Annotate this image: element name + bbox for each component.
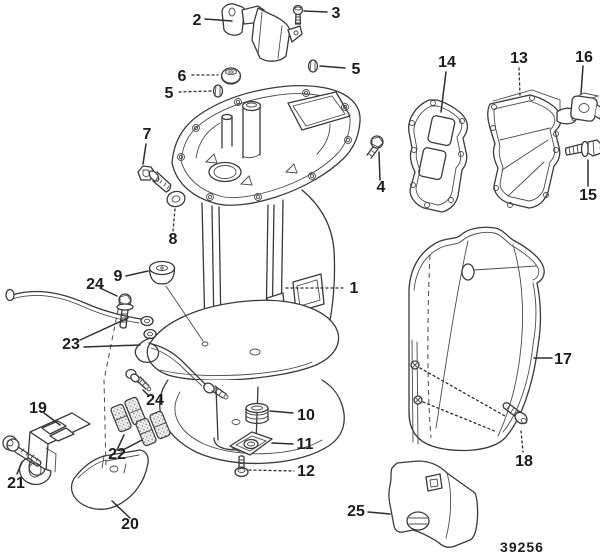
part-5-clip-left xyxy=(212,84,224,98)
callout-23-label: 23 xyxy=(62,336,80,353)
part-13-exhaust-adapter xyxy=(487,89,579,209)
callout-16-label: 16 xyxy=(575,49,593,66)
drawing-number: 39256 xyxy=(500,539,544,555)
part-20-guard-plate xyxy=(70,449,149,510)
part-24-bolt-lower xyxy=(125,368,152,392)
callout-21-label: 21 xyxy=(7,475,25,492)
part-22-rubber-mounts xyxy=(110,396,171,447)
callout-24a-label: 24 xyxy=(86,276,104,293)
callout-10-label: 10 xyxy=(297,407,315,424)
part-3-screw xyxy=(292,4,304,25)
callout-13-label: 13 xyxy=(510,50,528,67)
callout-22-label: 22 xyxy=(108,446,126,463)
callout-15-label: 15 xyxy=(579,187,597,204)
part-23-tube-assembly xyxy=(5,288,229,400)
part-9-grommet xyxy=(148,260,209,347)
part-10-grommet xyxy=(245,402,269,425)
part-2-clamp-bracket xyxy=(221,3,303,62)
callout-20-label: 20 xyxy=(121,516,139,533)
part-5-clip-right xyxy=(307,59,319,73)
part-19-bracket xyxy=(18,412,91,486)
callout-24b-label: 24 xyxy=(146,392,164,409)
part-7-fitting xyxy=(137,165,172,193)
part-11-retainer-plate xyxy=(229,431,273,456)
part-6-grommet xyxy=(220,67,242,85)
callout-14-label: 14 xyxy=(438,54,456,71)
part-8-washer xyxy=(166,190,186,208)
callout-17-label: 17 xyxy=(554,351,572,368)
callout-9-label: 9 xyxy=(114,268,123,285)
callout-19-label: 19 xyxy=(29,400,47,417)
callout-1-label: 1 xyxy=(350,280,359,297)
callout-4-label: 4 xyxy=(377,179,386,196)
part-15-fitting xyxy=(564,139,600,158)
callout-labels: 2 3 6 5 5 7 8 9 1 4 14 13 16 15 17 18 10… xyxy=(7,5,597,533)
callout-18-label: 18 xyxy=(515,453,533,470)
leader-lines xyxy=(16,10,589,519)
part-12-screw xyxy=(234,455,249,478)
callout-7-label: 7 xyxy=(143,126,152,143)
part-17-side-cover xyxy=(408,226,545,452)
callout-2-label: 2 xyxy=(193,12,202,29)
callout-6-label: 6 xyxy=(178,68,187,85)
part-25-plate xyxy=(388,460,479,548)
callout-5b-label: 5 xyxy=(352,61,361,78)
alignment-dashed-lines xyxy=(103,299,121,469)
part-14-exhaust-gasket xyxy=(408,99,469,213)
part-21-bolt xyxy=(2,435,42,467)
part-24-bolt-upper xyxy=(116,293,134,329)
callout-11-label: 11 xyxy=(297,436,314,453)
callout-25-label: 25 xyxy=(347,503,365,520)
part-18-screw xyxy=(502,402,528,425)
part-16-nut xyxy=(570,92,600,122)
callout-12-label: 12 xyxy=(297,463,315,480)
part-1-driveshaft-housing xyxy=(146,85,361,465)
part-4-bolt xyxy=(366,135,384,159)
callout-3-label: 3 xyxy=(332,5,341,22)
callout-5a-label: 5 xyxy=(165,85,174,102)
callout-8-label: 8 xyxy=(169,231,178,248)
